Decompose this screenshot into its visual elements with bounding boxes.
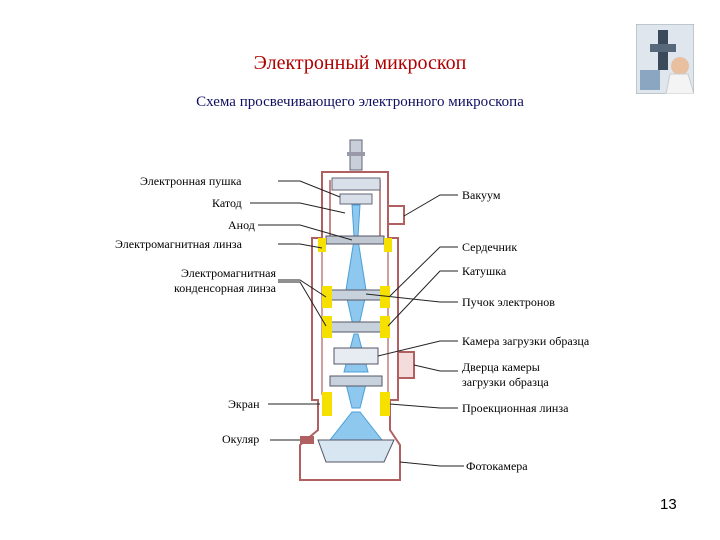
specimen-chamber (333, 347, 379, 365)
microscope-photo (636, 24, 694, 94)
label-specimen-chamber: Камера загрузки образца (462, 334, 590, 348)
label-chamber-door: Дверца камеры загрузки образца (462, 360, 549, 390)
leader-lines (250, 180, 464, 467)
vacuum-port (387, 205, 405, 225)
label-electron-beam: Пучок электронов (462, 295, 555, 309)
label-projection-lens: Проекционная линза (462, 401, 569, 415)
label-screen: Экран (228, 397, 260, 411)
condenser-lens-2 (322, 286, 390, 308)
label-anode: Анод (228, 218, 255, 232)
chamber-door (397, 351, 415, 379)
label-chamber-door-line2: загрузки образца (462, 375, 549, 389)
projection-lens (322, 375, 390, 416)
page-number: 13 (660, 496, 677, 513)
anode-plate (325, 235, 385, 245)
label-condenser-lens-line2: конденсорная линза (174, 281, 276, 295)
slide-subtitle: Схема просвечивающего электронного микро… (196, 94, 524, 110)
label-electron-gun: Электронная пушка (140, 174, 242, 188)
lens-stack (318, 238, 392, 416)
objective-lens (322, 316, 390, 338)
label-vacuum: Вакуум (462, 188, 501, 202)
label-condenser-lens: Электромагнитная конденсорная линза (152, 266, 276, 296)
electron-gun (331, 139, 381, 205)
label-em-lens: Электромагнитная линза (115, 237, 242, 251)
screen-assembly (300, 436, 395, 463)
label-cathode: Катод (212, 196, 242, 210)
slide-title: Электронный микроскоп (253, 52, 467, 74)
label-photo-camera: Фотокамера (466, 459, 528, 473)
label-eyepiece: Окуляр (222, 432, 260, 446)
label-coil: Катушка (462, 264, 507, 278)
label-chamber-door-line1: Дверца камеры (462, 360, 540, 374)
label-condenser-lens-line1: Электромагнитная (180, 266, 276, 280)
label-core: Сердечник (462, 240, 518, 254)
condenser-lens-1 (318, 238, 392, 252)
